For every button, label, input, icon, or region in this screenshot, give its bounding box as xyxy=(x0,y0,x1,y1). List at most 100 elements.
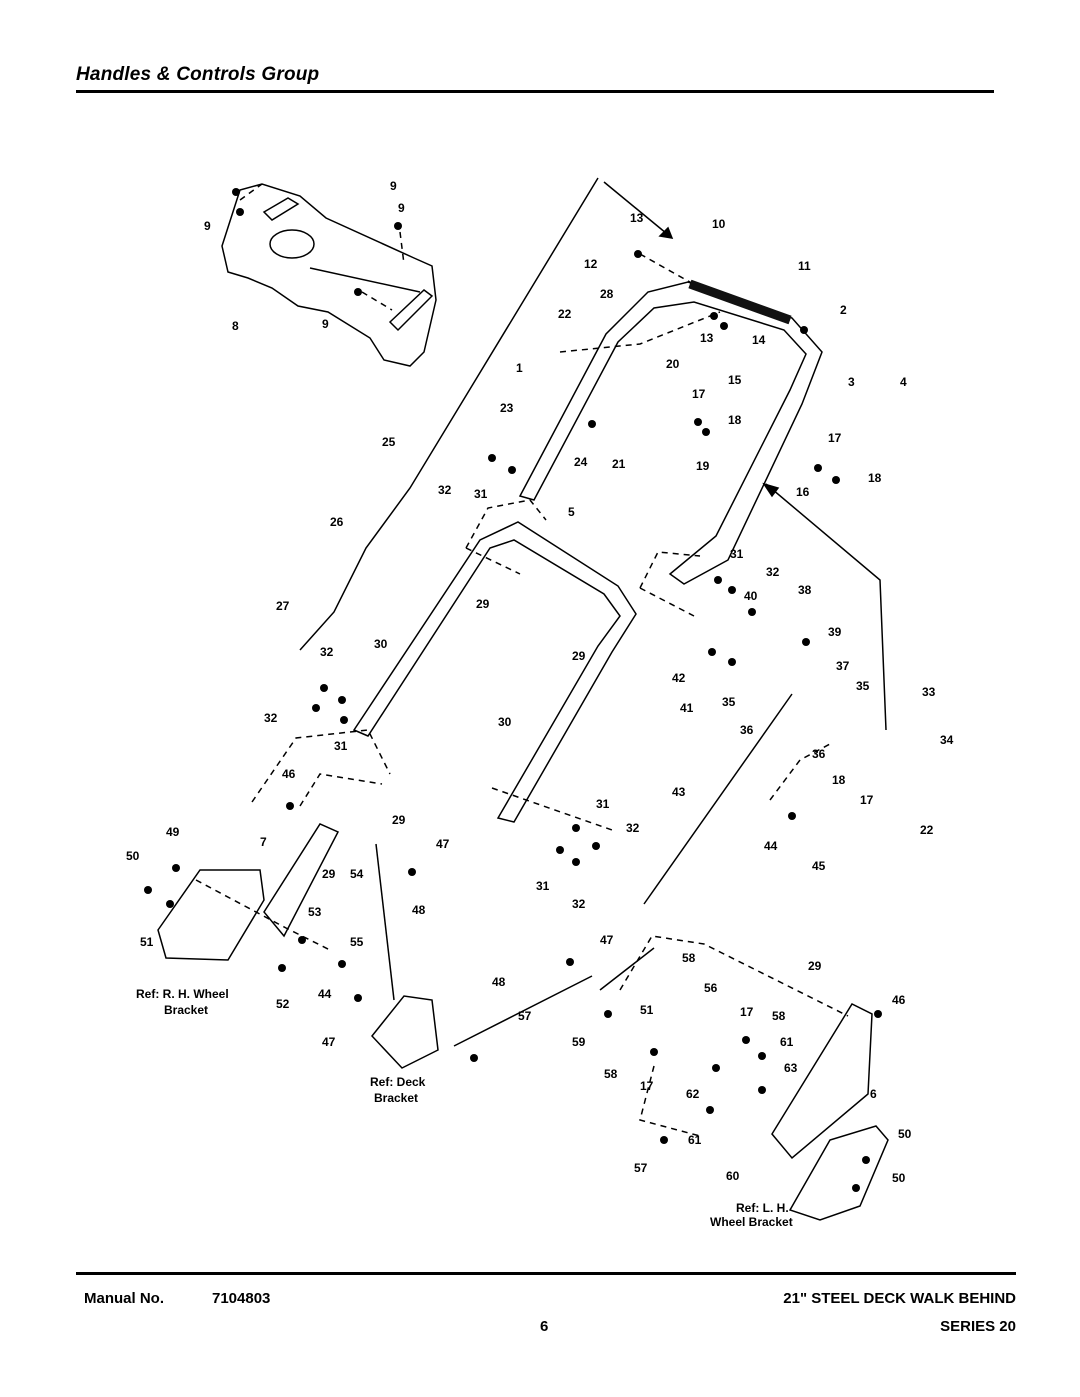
callout: 16 xyxy=(796,485,810,499)
callout: 9 xyxy=(204,219,211,233)
callout: 22 xyxy=(558,307,572,321)
callout: 29 xyxy=(572,649,586,663)
callout: 58 xyxy=(772,1009,786,1023)
callout: 34 xyxy=(940,733,954,747)
callout: 32 xyxy=(438,483,452,497)
callout: 32 xyxy=(572,897,586,911)
callout: 30 xyxy=(374,637,388,651)
page-title: Handles & Controls Group xyxy=(76,64,320,85)
callout: 32 xyxy=(766,565,780,579)
callout: 20 xyxy=(666,357,680,371)
upper-handle xyxy=(518,280,823,585)
callout: 41 xyxy=(680,701,694,715)
callout: 54 xyxy=(350,867,364,881)
manual-number: 7104803 xyxy=(212,1290,271,1307)
callout: 8 xyxy=(232,319,239,333)
ref-deck-line2: Bracket xyxy=(374,1091,418,1105)
callout: 21 xyxy=(612,457,626,471)
callout: 38 xyxy=(798,583,812,597)
callout: 59 xyxy=(572,1035,586,1049)
callout: 9 xyxy=(322,317,329,331)
callout: 31 xyxy=(596,797,610,811)
callout: 31 xyxy=(536,879,550,893)
handle-grip xyxy=(688,279,792,325)
callout: 61 xyxy=(780,1035,794,1049)
lower-handle xyxy=(352,521,637,823)
callout: 17 xyxy=(740,1005,754,1019)
callout: 53 xyxy=(308,905,322,919)
callout: 35 xyxy=(722,695,736,709)
callout: 51 xyxy=(640,1003,654,1017)
callout: 29 xyxy=(322,867,336,881)
reference-labels: Ref: R. H. Wheel Bracket Ref: Deck Brack… xyxy=(136,987,793,1229)
callout: 31 xyxy=(474,487,488,501)
callout: 47 xyxy=(436,837,450,851)
callout: 48 xyxy=(412,903,426,917)
callout: 56 xyxy=(704,981,718,995)
callout: 50 xyxy=(898,1127,912,1141)
callout: 4 xyxy=(900,375,907,389)
hardware-markers xyxy=(144,188,882,1192)
callout: 43 xyxy=(672,785,686,799)
ref-rh-wheel-line2: Bracket xyxy=(164,1003,208,1017)
callout: 29 xyxy=(476,597,490,611)
callout: 29 xyxy=(808,959,822,973)
callout: 14 xyxy=(752,333,766,347)
ref-lh-wheel-line1: Ref: L. H. xyxy=(736,1201,789,1215)
callout: 17 xyxy=(828,431,842,445)
callout: 24 xyxy=(574,455,588,469)
callout: 32 xyxy=(264,711,278,725)
callout: 13 xyxy=(700,331,714,345)
callout: 57 xyxy=(518,1009,532,1023)
callout: 12 xyxy=(584,257,598,271)
callout: 45 xyxy=(812,859,826,873)
callout: 58 xyxy=(604,1067,618,1081)
callout: 44 xyxy=(764,839,778,853)
callout: 35 xyxy=(856,679,870,693)
callout: 9 xyxy=(390,179,397,193)
product-title: 21" STEEL DECK WALK BEHIND xyxy=(783,1290,1016,1307)
callout: 22 xyxy=(920,823,934,837)
callout: 18 xyxy=(832,773,846,787)
callout: 42 xyxy=(672,671,686,685)
callout: 15 xyxy=(728,373,742,387)
callout: 57 xyxy=(634,1161,648,1175)
callout: 25 xyxy=(382,435,396,449)
callout: 46 xyxy=(892,993,906,1007)
callout: 37 xyxy=(836,659,850,673)
callout: 32 xyxy=(320,645,334,659)
callout: 18 xyxy=(868,471,882,485)
callout: 28 xyxy=(600,287,614,301)
callout: 17 xyxy=(692,387,706,401)
callout: 60 xyxy=(726,1169,740,1183)
callout: 31 xyxy=(730,547,744,561)
callout: 10 xyxy=(712,217,726,231)
callout: 23 xyxy=(500,401,514,415)
callout: 58 xyxy=(682,951,696,965)
title-divider xyxy=(76,90,994,93)
callout: 40 xyxy=(744,589,758,603)
callout: 52 xyxy=(276,997,290,1011)
ref-rh-wheel-line1: Ref: R. H. Wheel xyxy=(136,987,229,1001)
callout: 27 xyxy=(276,599,290,613)
callout: 32 xyxy=(626,821,640,835)
callout: 3 xyxy=(848,375,855,389)
callout: 11 xyxy=(798,259,811,273)
callout: 30 xyxy=(498,715,512,729)
callout: 29 xyxy=(392,813,406,827)
callout: 7 xyxy=(260,835,267,849)
footer-divider xyxy=(76,1272,1016,1275)
callout: 5 xyxy=(568,505,575,519)
handle-console xyxy=(221,183,437,367)
callout: 61 xyxy=(688,1133,702,1147)
ref-deck-line1: Ref: Deck xyxy=(370,1075,426,1089)
callout: 47 xyxy=(600,933,614,947)
callout: 13 xyxy=(630,211,644,225)
callout: 50 xyxy=(892,1171,906,1185)
ref-lh-wheel-line2: Wheel Bracket xyxy=(710,1215,793,1229)
callout: 17 xyxy=(640,1079,654,1093)
callout: 26 xyxy=(330,515,344,529)
product-series: SERIES 20 xyxy=(940,1318,1016,1335)
callout: 9 xyxy=(398,201,405,215)
